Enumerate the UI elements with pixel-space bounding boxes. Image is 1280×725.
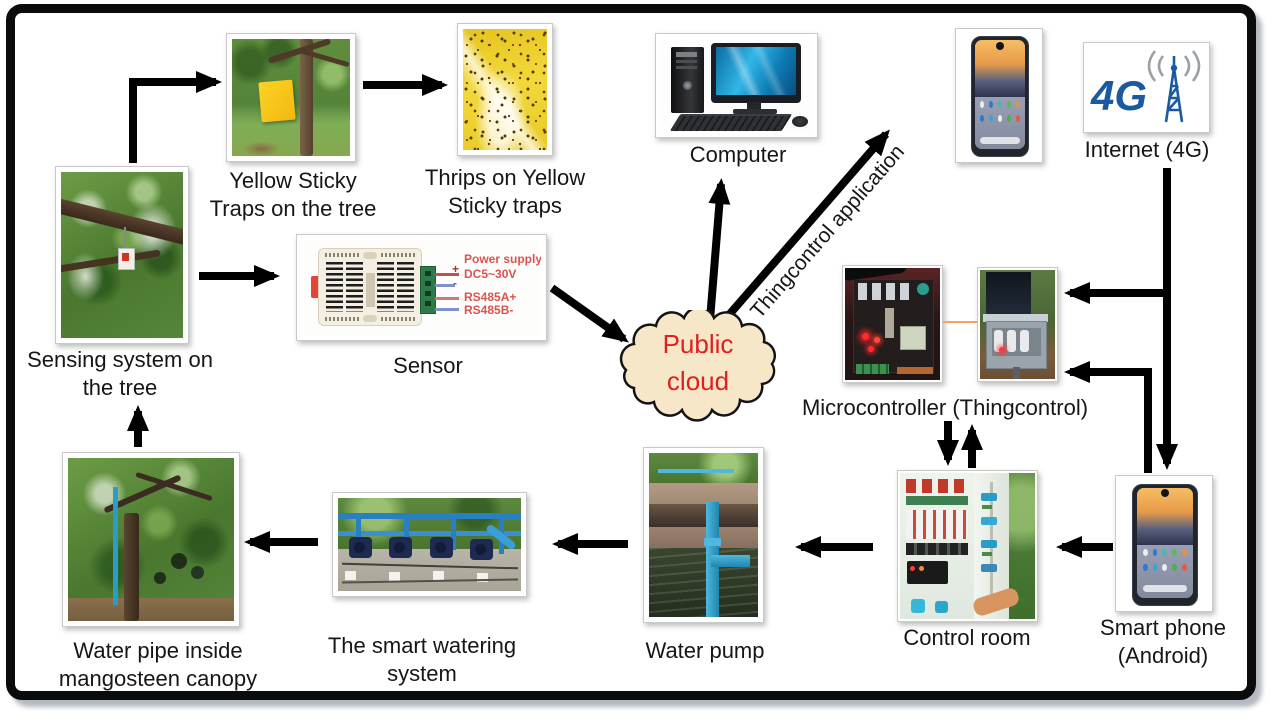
label-yellow-traps: Yellow Sticky Traps on the tree (209, 168, 377, 221)
cloud-line2: cloud (666, 366, 730, 396)
label-smartphone: Smart phone (Android) (1100, 615, 1226, 668)
pump-unit (348, 537, 372, 559)
pump-unit (389, 537, 413, 559)
photo-smartphone-bottom (1115, 475, 1213, 612)
computer-tower (671, 47, 704, 113)
label-sensing-system: Sensing system on the tree (27, 347, 213, 400)
label-computer: Computer (689, 142, 787, 167)
public-cloud-label: Public cloud (612, 310, 784, 422)
tree-trunk (300, 39, 314, 156)
enclosure-box (986, 321, 1047, 369)
arrow-sensor-to-cloud (549, 284, 629, 343)
label-water-pipe: Water pipe inside mangosteen canopy (58, 638, 258, 691)
computer-mouse (792, 116, 808, 127)
label-microcontroller: Microcontroller (Thingcontrol) (801, 395, 1089, 420)
label-internet: Internet (4G) (1084, 137, 1210, 162)
wire-rs485b (435, 308, 459, 311)
computer-keyboard (669, 114, 793, 131)
photo-computer (655, 33, 818, 138)
smartphone-icon (1132, 483, 1198, 606)
sensing-device (118, 248, 136, 271)
sensor-module (318, 248, 422, 326)
photo-microcontroller-enclosure (977, 267, 1058, 382)
water-pipe (112, 487, 118, 605)
photo-internet-4g: 4G (1083, 42, 1210, 133)
pipe-tee (711, 554, 751, 567)
yellow-sticky-card (258, 79, 296, 123)
open-door (986, 272, 1031, 316)
micro-link-line (943, 321, 977, 323)
tree-trunk (124, 513, 140, 621)
wire-rs485a (435, 297, 459, 300)
label-thrips: Thrips on Yellow Sticky traps (424, 165, 586, 218)
label-watering-system: The smart watering system (327, 633, 517, 686)
pipe-horizontal (657, 469, 735, 474)
wire-power-minus (435, 284, 455, 287)
cloud-icon (619, 306, 777, 422)
sensor-pin-rs485b: RS485B- (464, 303, 514, 317)
label-water-pump: Water pump (645, 638, 765, 663)
public-cloud-shape (612, 306, 784, 422)
label-control-room: Control room (903, 625, 1031, 650)
frame-rail (338, 512, 521, 519)
computer-monitor (711, 43, 801, 103)
photo-sensor: + - Power supply DC5~30V RS485A+ RS485B- (296, 234, 547, 341)
photo-microcontroller-board (842, 265, 943, 383)
plus-sign: + (452, 262, 460, 276)
label-sensor: Sensor (393, 353, 463, 378)
led (862, 332, 870, 340)
minus-sign: - (453, 276, 457, 290)
sensor-pin-dc: DC5~30V (464, 267, 517, 281)
cabinet-interior (900, 473, 975, 619)
sensor-pin-power: Power supply (464, 252, 541, 266)
pump-unit (469, 538, 493, 560)
photo-yellow-traps (226, 33, 356, 162)
photo-sensing-system (55, 166, 189, 344)
pump-unit (429, 537, 453, 559)
sensor-pin-rs485a: RS485A+ (464, 290, 517, 304)
arrow-cloud-to-computer (706, 178, 731, 321)
cloud-line1: Public (662, 329, 734, 359)
sensor-terminal-block (420, 266, 436, 314)
smartphone-icon (970, 36, 1030, 157)
arrow-sensing-to-traps (129, 71, 222, 163)
photo-control-room (897, 470, 1038, 622)
photo-watering-system (332, 492, 527, 597)
ground (68, 598, 234, 621)
wire-power-plus (435, 273, 459, 276)
arrow-phone-to-micro (1064, 361, 1152, 473)
photo-water-pump (643, 447, 764, 623)
photo-water-pipe-canopy (62, 452, 240, 627)
photo-smartphone-top (955, 28, 1043, 163)
arrow-cloud-to-phone (724, 129, 890, 319)
4g-tower-icon: 4G (1090, 50, 1201, 123)
photo-thrips (457, 23, 553, 156)
4g-logo-text: 4G (1090, 72, 1147, 119)
